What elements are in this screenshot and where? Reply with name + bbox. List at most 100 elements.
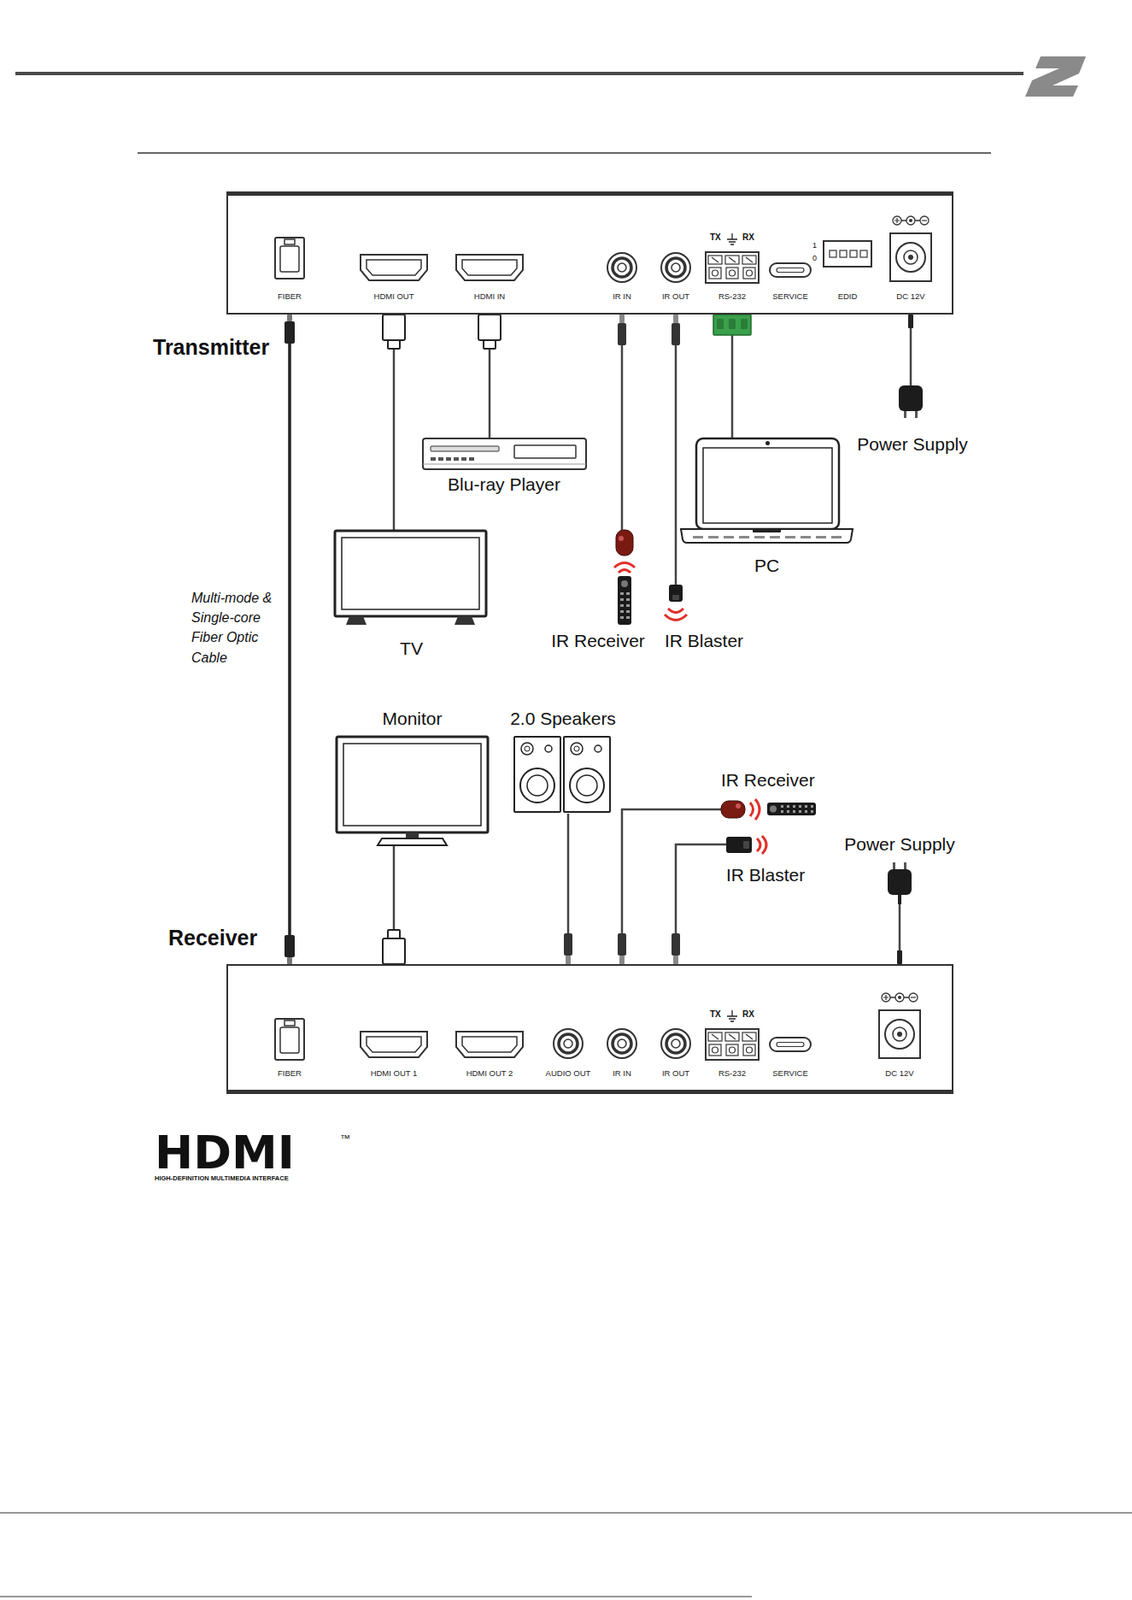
terminal-plug-slot: [728, 318, 736, 329]
terminal-socket: [743, 1044, 756, 1056]
player-button: [461, 457, 467, 461]
sensor-highlight: [618, 535, 624, 541]
laptop-key: [800, 535, 811, 539]
remote-key: [810, 804, 814, 808]
remote-button: [621, 580, 628, 587]
jack-ring: [558, 1033, 578, 1053]
device-illustration: [333, 708, 492, 846]
device-label: PC: [754, 555, 780, 576]
device-label: IR Blaster: [726, 864, 805, 886]
hdmi-port-inner: [366, 259, 422, 276]
terminal-screw: [708, 1032, 722, 1041]
laptop-key: [831, 535, 842, 539]
polarity-center: [895, 992, 904, 1002]
port-label: IR OUT: [662, 292, 690, 302]
footer-rule: [0, 1512, 1132, 1514]
ir-wave: [614, 563, 635, 569]
pin-label: 1: [812, 240, 817, 250]
speaker-tweeter: [521, 742, 534, 755]
dc-jack-inner: [892, 1026, 907, 1041]
emitter-lens: [743, 840, 750, 849]
ir-wave: [755, 798, 760, 820]
remote-key: [620, 604, 624, 607]
laptop-notch: [752, 528, 781, 533]
ir-wave: [762, 835, 767, 854]
hdmi-port-inner: [366, 1036, 422, 1052]
speaker-port: [594, 744, 602, 752]
device-label: Monitor: [381, 708, 442, 729]
device-label: IR Blaster: [664, 630, 744, 652]
port-label: FIBER: [277, 292, 302, 302]
terminal-hole: [746, 1046, 753, 1053]
ir-wave: [664, 614, 687, 621]
port: IR IN: [598, 963, 646, 1094]
screw-slot: [711, 257, 719, 263]
jack-plug: [563, 932, 573, 956]
jack-tip: [619, 955, 625, 964]
port: DC 12V: [885, 191, 937, 315]
port: HDMI IN: [451, 191, 528, 315]
speaker-cabinet: [563, 736, 610, 812]
player-button: [430, 457, 436, 461]
fiber-port-latch: [284, 1020, 295, 1026]
jack-tip: [565, 955, 571, 964]
screw-slot: [745, 257, 753, 263]
jack-hole: [671, 1038, 681, 1048]
jack-ring: [612, 1033, 632, 1053]
device: IR Blaster: [726, 835, 821, 889]
adapter-prong: [914, 410, 918, 418]
laptop-key: [785, 535, 796, 539]
port-label: IR IN: [612, 1068, 632, 1079]
ir-wave: [668, 608, 684, 613]
screw-slot: [728, 257, 736, 263]
laptop-key: [723, 535, 734, 539]
port: RS-232: [703, 963, 761, 1094]
remote-key: [792, 809, 796, 813]
fiber-port-latch: [284, 239, 295, 245]
terminal-screw: [725, 1032, 740, 1041]
panel-title: Transmitter: [152, 334, 270, 360]
player-button: [445, 457, 452, 461]
laptop-key: [754, 535, 765, 539]
jack-plug: [671, 932, 681, 956]
hdmi-plug-boot: [387, 340, 400, 349]
hdmi-port: [456, 1031, 523, 1057]
fiber-ferrule: [287, 956, 293, 964]
remote-key: [626, 598, 630, 601]
center-dot: [897, 995, 902, 999]
remote-key: [780, 809, 784, 813]
dc-jack: [879, 1009, 921, 1058]
polarity-minus: [909, 992, 918, 1002]
ground-symbol: [727, 1009, 738, 1021]
dip-lever: [860, 250, 868, 258]
remote-key: [626, 604, 630, 607]
laptop-key: [708, 535, 719, 539]
screw-slot: [711, 1033, 719, 1039]
jack-tip: [619, 314, 625, 323]
port-label: SERVICE: [772, 292, 809, 302]
webcam: [765, 440, 770, 446]
device: IR Receiver: [721, 762, 833, 825]
logo-text: HIGH-DEFINITION MULTIMEDIA INTERFACE: [154, 1174, 289, 1183]
tv-frame: [334, 530, 487, 616]
jack-hole: [671, 263, 681, 272]
jack-hole: [563, 1038, 573, 1048]
port-label: HDMI OUT 2: [466, 1068, 514, 1079]
terminal-screw: [708, 255, 722, 264]
cable: [675, 844, 727, 964]
jack-port: [553, 1028, 583, 1058]
device-label: 2.0 Speakers: [510, 708, 616, 729]
disc-tray: [430, 445, 499, 452]
dc-jack-pin: [897, 1031, 903, 1037]
terminal-hole: [712, 269, 719, 276]
hdmi-plug: [382, 938, 405, 964]
terminal-socket: [743, 267, 756, 279]
section-rule: [137, 152, 992, 154]
terminal-block: [705, 252, 759, 283]
device: PC: [680, 438, 853, 580]
cable: [674, 314, 678, 585]
device-panel: TransmitterFIBERHDMI OUTHDMI INIR INIR O…: [226, 191, 954, 315]
jack-hole: [617, 263, 627, 272]
terminal-screw: [742, 255, 757, 264]
port-label: RS-232: [718, 292, 746, 302]
